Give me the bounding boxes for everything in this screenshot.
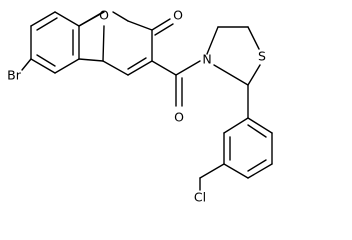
atom-br: Br: [7, 68, 22, 83]
bond: [199, 163, 225, 179]
bond: [30, 58, 56, 74]
bond: [127, 57, 147, 70]
bond: [175, 60, 201, 76]
bond: [247, 26, 260, 50]
bond: [21, 58, 32, 71]
bond: [54, 11, 80, 27]
bond: [223, 117, 249, 134]
bond: [36, 17, 58, 31]
thiazolidine-ring: [206, 26, 261, 86]
bond: [102, 25, 105, 62]
atom-s: S: [258, 49, 266, 64]
bond: [151, 60, 177, 76]
atom-o-ring: O: [99, 8, 109, 23]
bond: [127, 60, 153, 76]
bond: [206, 26, 219, 55]
coumarin-benzene-ring: [30, 11, 105, 74]
pyranone-ring: [78, 11, 153, 76]
bond: [30, 11, 56, 27]
atom-o-lactone: O: [173, 8, 183, 23]
bond: [78, 58, 104, 62]
atom-n: N: [202, 52, 211, 67]
lactone-carbonyl: [151, 18, 174, 36]
bond: [247, 124, 267, 138]
bond: [102, 60, 129, 76]
chlorophenyl-ring: [199, 84, 273, 191]
bond: [112, 11, 129, 22]
bond: [36, 54, 56, 67]
amide-group: [151, 60, 201, 107]
atom-cl: Cl: [194, 190, 206, 205]
bond: [247, 117, 273, 134]
bond: [247, 163, 273, 179]
bond: [151, 18, 171, 31]
molecule-structure: O O O N S Br Cl: [7, 8, 273, 205]
bond: [213, 64, 249, 86]
bond: [54, 58, 80, 74]
bond: [154, 23, 174, 36]
bond: [223, 163, 249, 179]
atom-o-amide: O: [174, 110, 184, 125]
bond: [247, 64, 261, 86]
bond: [127, 20, 153, 31]
bond: [247, 159, 267, 172]
bond: [78, 11, 104, 27]
